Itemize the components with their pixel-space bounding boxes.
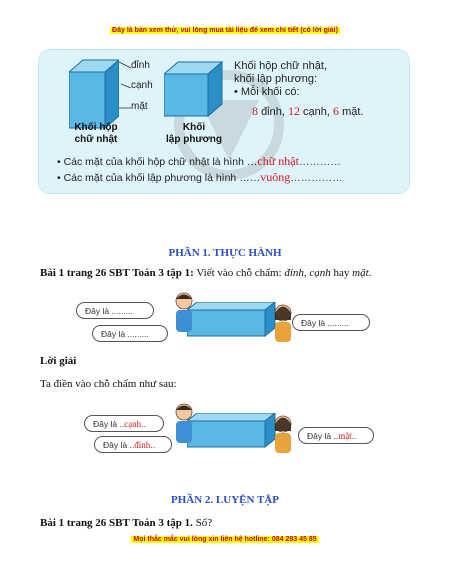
preview-banner: Đây là bản xem thử, vui lòng mua tài liệ… <box>0 27 450 34</box>
speech-bubble-right: Đây là ......... <box>292 314 370 331</box>
fact-cuboid: • Các mặt của khối hộp chữ nhật là hình … <box>57 154 341 168</box>
cube-illustration <box>164 60 224 118</box>
solution-text: Ta điền vào chỗ chấm như sau: <box>40 378 177 390</box>
label-arrows <box>118 61 132 109</box>
section-2-heading: PHẦN 2. LUYỆN TẬP <box>171 494 279 506</box>
exercise-2-prompt: Bài 1 trang 26 SBT Toán 3 tập 1. Số? <box>40 517 213 529</box>
section-1-heading: PHẦN 1. THỰC HÀNH <box>168 247 282 259</box>
counts-line: 8 đỉnh, 12 cạnh, 6 mặt. <box>252 104 364 119</box>
speech-bubble-right-filled: Đây là ..mặt.. <box>298 427 374 444</box>
speech-bubble-left-top: Đây là ......... <box>76 302 154 319</box>
fact-cube: • Các mặt của khối lập phương là hình ……… <box>57 170 343 184</box>
cuboid-caption: Khối hộp chữ nhật <box>74 122 118 145</box>
speech-bubble-left-bottom-filled: Đây là ..đỉnh.. <box>94 436 172 453</box>
shapes-info-box: đỉnh cạnh mặt Khối hộp chữ nhật Khối lập… <box>38 49 410 194</box>
edge-label: cạnh <box>131 80 153 91</box>
faces-facts: • Các mặt của khối hộp chữ nhật là hình … <box>57 154 402 186</box>
solution-title: Lời giải <box>40 355 77 367</box>
hotline-banner: Mọi thắc mắc vui lòng xin liên hệ hotlin… <box>0 536 450 543</box>
speech-bubble-left-top-filled: Đây là ..cạnh.. <box>84 415 164 432</box>
exercise-scene-filled: Đây là ..cạnh.. Đây là ..đỉnh.. Đây là .… <box>72 403 377 455</box>
girl-illustration <box>274 304 292 342</box>
exercise-scene-blank: Đây là ......... Đây là ......... Đây là… <box>72 292 377 344</box>
box-illustration <box>187 413 276 449</box>
speech-bubble-left-bottom: Đây là ......... <box>92 325 168 342</box>
cuboid-illustration <box>69 59 119 130</box>
hotline-banner-text: Mọi thắc mắc vui lòng xin liên hệ hotlin… <box>131 536 319 543</box>
vertex-label: đỉnh <box>131 60 150 71</box>
girl-illustration <box>274 415 292 453</box>
face-label: mặt <box>131 101 148 112</box>
shapes-properties: Khối hộp chữ nhật, khối lập phương: • Mỗ… <box>234 60 404 119</box>
exercise-1-prompt: Bài 1 trang 26 SBT Toán 3 tập 1: Viết và… <box>40 267 372 279</box>
preview-banner-text: Đây là bản xem thử, vui lòng mua tài liệ… <box>110 27 340 34</box>
boy-illustration <box>175 403 193 443</box>
cube-caption: Khối lập phương <box>165 122 222 145</box>
boy-illustration <box>175 292 193 332</box>
box-illustration <box>187 302 276 338</box>
